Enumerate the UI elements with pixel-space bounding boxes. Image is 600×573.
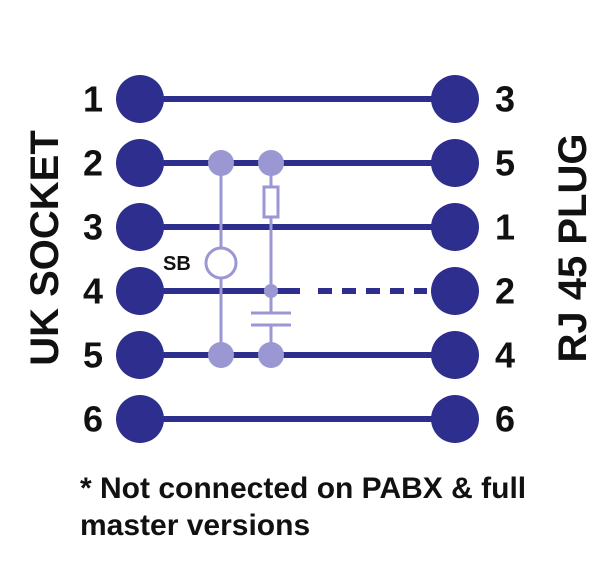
rj45-pin-terminal	[431, 203, 479, 251]
uk-pin-number: 1	[83, 79, 103, 120]
uk-pin-number: 5	[83, 335, 103, 376]
uk-pin-terminal	[116, 267, 164, 315]
uk-pin-terminal	[116, 139, 164, 187]
uk-pin-number: 3	[83, 207, 103, 248]
uk-pin-number: 6	[83, 399, 103, 440]
resistor	[262, 185, 280, 219]
components-group	[204, 150, 291, 368]
uk-pin-terminal	[116, 395, 164, 443]
uk-pin-terminal	[116, 331, 164, 379]
rj45-pin-number: 3	[495, 79, 515, 120]
rj45-pin-number: 5	[495, 143, 515, 184]
rj45-pin-number: 4	[495, 335, 515, 376]
junction-dot	[208, 342, 234, 368]
uk-socket-label: UK SOCKET	[23, 130, 67, 366]
rj45-pin-terminal	[431, 395, 479, 443]
junction-dot	[208, 150, 234, 176]
rj45-pin-terminal	[431, 75, 479, 123]
rj45-pin-terminal	[431, 331, 479, 379]
sb-label: SB	[163, 253, 191, 275]
junction-dot	[258, 342, 284, 368]
uk-pin-terminal	[116, 203, 164, 251]
uk-pin-terminal	[116, 75, 164, 123]
rj45-pin-terminal	[431, 267, 479, 315]
uk-pin-number: 4	[83, 271, 103, 312]
rj45-pin-number: 2	[495, 271, 515, 312]
rj45-plug-label: RJ 45 PLUG	[551, 134, 595, 363]
surge-arrester-sb	[204, 246, 238, 280]
uk-pin-number: 2	[83, 143, 103, 184]
junction-dot	[258, 150, 284, 176]
rj45-pin-number: 6	[495, 399, 515, 440]
footnote: * Not connected on PABX & full master ve…	[80, 472, 527, 542]
rj45-pin-number: 1	[495, 207, 515, 248]
capacitor-gap	[251, 313, 291, 325]
junction-dot-small	[264, 284, 278, 298]
rj45-pin-terminal	[431, 139, 479, 187]
pins-group: 1 3 2 5 3 1 4 2 5 4 6 6	[83, 75, 515, 443]
